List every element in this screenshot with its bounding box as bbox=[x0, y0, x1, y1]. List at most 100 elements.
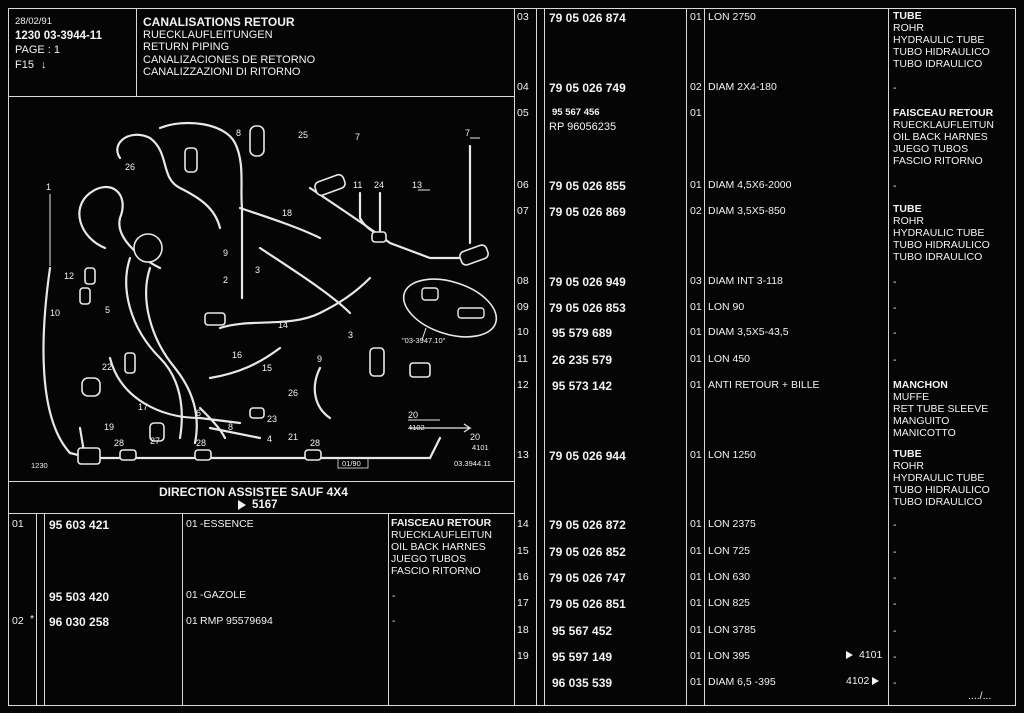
name-en: HYDRAULIC TUBE bbox=[893, 472, 985, 484]
title-fr: CANALISATIONS RETOUR bbox=[143, 15, 295, 29]
header-date: 28/02/91 bbox=[15, 16, 52, 27]
right-col-qty bbox=[686, 8, 687, 706]
left-qty: 01 bbox=[186, 615, 198, 627]
right-qty: 01 bbox=[690, 379, 702, 391]
right-col-names bbox=[888, 8, 889, 706]
left-col-item bbox=[36, 513, 37, 706]
right-item: 18 bbox=[517, 624, 529, 636]
left-desc: -ESSENCE bbox=[200, 518, 254, 530]
section-ref-number: 5167 bbox=[252, 499, 278, 511]
name-es: JUEGO TUBOS bbox=[391, 553, 467, 565]
label-9b: 9 bbox=[317, 354, 322, 364]
name-it: TUBO IDRAULICO bbox=[893, 251, 983, 263]
fitting-24 bbox=[371, 231, 387, 243]
right-spec: LON 725 bbox=[708, 545, 751, 557]
name-de: ROHR bbox=[893, 460, 924, 472]
right-spec: LON 90 bbox=[708, 301, 745, 313]
label-27: 27 bbox=[150, 436, 160, 446]
fitting-23 bbox=[249, 407, 265, 419]
right-part: 79 05 026 747 bbox=[549, 571, 626, 585]
name-es: TUBO HIDRAULICO bbox=[893, 484, 990, 496]
right-names: - bbox=[893, 180, 897, 192]
right-ref: 4101 bbox=[846, 649, 882, 661]
label-12: 12 bbox=[64, 271, 74, 281]
label-22: 22 bbox=[102, 362, 112, 372]
name-fr: TUBE bbox=[893, 10, 922, 22]
right-spec: DIAM 3,5X5-43,5 bbox=[708, 326, 789, 338]
right-qty: 01 bbox=[690, 518, 702, 530]
label-7b: 7 bbox=[465, 128, 470, 138]
right-qty: 03 bbox=[690, 275, 702, 287]
label-28a: 28 bbox=[114, 438, 124, 448]
pipe-9 bbox=[313, 366, 332, 420]
label-2: 2 bbox=[223, 275, 228, 285]
right-item: 10 bbox=[517, 326, 529, 338]
fitting-27 bbox=[149, 422, 165, 442]
label-20a: 20 bbox=[408, 410, 418, 420]
right-part: 79 05 026 869 bbox=[549, 205, 626, 219]
right-part-replacement: RP 96056235 bbox=[549, 121, 617, 133]
continuation-marker: ..../... bbox=[968, 690, 992, 702]
inset-leader bbox=[421, 327, 427, 341]
name-it: FASCIO RITORNO bbox=[391, 565, 481, 577]
fitting-7 bbox=[459, 244, 489, 266]
right-part: 79 05 026 944 bbox=[549, 449, 626, 463]
label-18: 18 bbox=[282, 208, 292, 218]
label-25: 25 bbox=[298, 130, 308, 140]
label-16: 16 bbox=[232, 350, 242, 360]
play-arrow-icon bbox=[846, 651, 853, 660]
label-19: 19 bbox=[104, 422, 114, 432]
right-part: 95 573 142 bbox=[552, 379, 613, 393]
left-col-names bbox=[388, 513, 389, 706]
right-qty: 01 bbox=[690, 353, 702, 365]
section-bottom-rule bbox=[8, 513, 514, 514]
fitting-22 bbox=[124, 352, 136, 374]
right-item: 17 bbox=[517, 597, 529, 609]
left-col-part bbox=[44, 513, 45, 706]
right-qty: 01 bbox=[690, 449, 702, 461]
right-names: TUBE ROHR HYDRAULIC TUBE TUBO HIDRAULICO… bbox=[893, 10, 990, 70]
right-names: MANCHON MUFFE RET TUBE SLEEVE MANGUITO M… bbox=[893, 379, 988, 439]
label-3a: 3 bbox=[255, 265, 260, 275]
pipe-4 bbox=[208, 426, 262, 440]
label-8b: 8 bbox=[228, 422, 233, 432]
name-en: OIL BACK HARNES bbox=[391, 541, 486, 553]
right-spec: LON 630 bbox=[708, 571, 751, 583]
pipe-bundle-b bbox=[116, 133, 222, 230]
right-col-item bbox=[536, 8, 537, 706]
label-17: 17 bbox=[138, 402, 148, 412]
right-part: 95 567 452 bbox=[552, 624, 613, 638]
fitting-10 bbox=[79, 287, 91, 305]
right-item: 13 bbox=[517, 449, 529, 461]
name-fr: TUBE bbox=[893, 448, 922, 460]
left-item: 01 bbox=[12, 518, 24, 530]
fitting-26 bbox=[369, 347, 385, 377]
inset-fitting-a bbox=[421, 287, 439, 301]
right-qty: 02 bbox=[690, 81, 702, 93]
ref-number: 4101 bbox=[859, 649, 883, 661]
left-desc: -GAZOLE bbox=[200, 589, 247, 601]
name-en: OIL BACK HARNES bbox=[893, 131, 988, 143]
frame-right bbox=[1015, 8, 1016, 706]
left-col-qty bbox=[182, 513, 183, 706]
fitting-28b bbox=[194, 449, 212, 461]
right-names: - bbox=[893, 519, 897, 531]
title-it: CANALIZZAZIONI DI RITORNO bbox=[143, 66, 301, 78]
middle-separator bbox=[514, 8, 515, 706]
right-item: 16 bbox=[517, 571, 529, 583]
figure-code: F15 bbox=[15, 59, 34, 71]
pipe-6 bbox=[198, 406, 227, 440]
right-names: - bbox=[893, 276, 897, 288]
name-de: RUECKLAUFLEITUN bbox=[893, 119, 994, 131]
fitting-25 bbox=[249, 125, 265, 157]
label-7a: 7 bbox=[355, 132, 360, 142]
right-qty: 01 bbox=[690, 545, 702, 557]
label-13: 13 bbox=[412, 180, 422, 190]
fitting-5 bbox=[204, 312, 226, 326]
inset-code: "03-3947.10" bbox=[402, 336, 446, 345]
name-de: ROHR bbox=[893, 215, 924, 227]
pipe-18 bbox=[238, 206, 322, 240]
right-item: 15 bbox=[517, 545, 529, 557]
label-15: 15 bbox=[262, 363, 272, 373]
label-23: 23 bbox=[267, 414, 277, 424]
